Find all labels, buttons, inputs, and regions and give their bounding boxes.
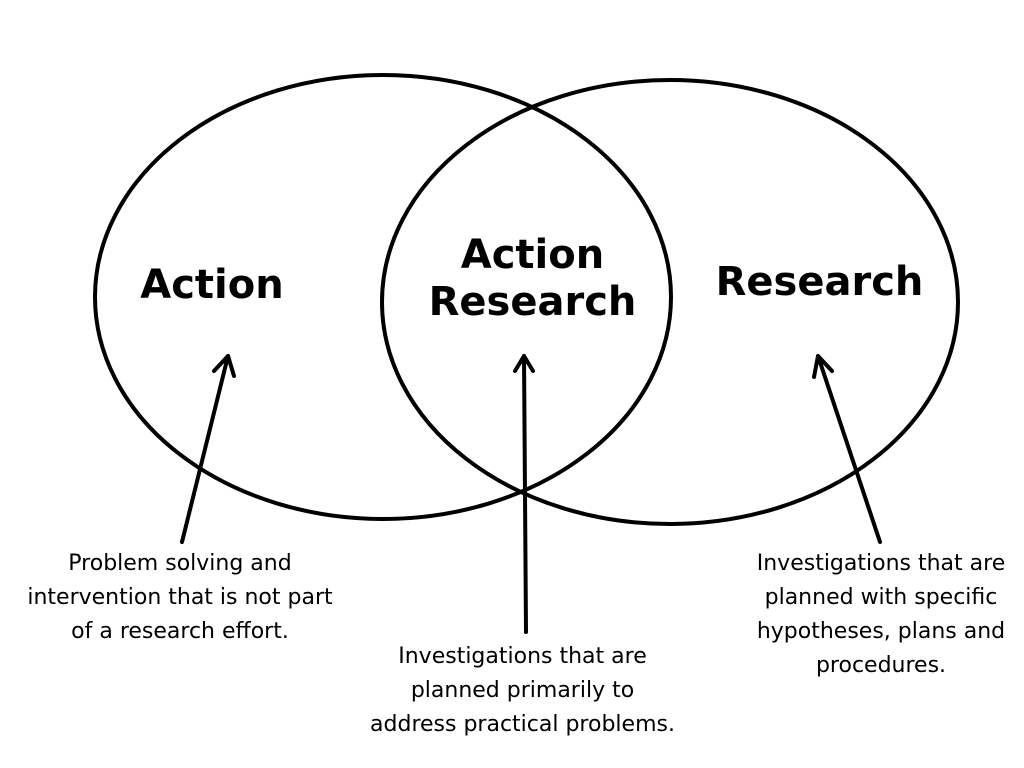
action-research-arrowhead xyxy=(513,354,535,373)
research-label: Research xyxy=(715,259,924,305)
action-circle xyxy=(93,73,673,521)
research-description-line: Investigations that are xyxy=(756,551,1006,576)
research-description-line: procedures. xyxy=(815,653,947,678)
action-description-line: intervention that is not part xyxy=(27,585,333,610)
research-description-line: planned with specific xyxy=(764,585,998,610)
research-description: Investigations that are planned with spe… xyxy=(748,547,1014,683)
action-research-description-line: address practical problems. xyxy=(370,712,675,737)
action-research-label: Action Research xyxy=(420,232,645,326)
action-research-label-line-1: Action xyxy=(460,232,605,278)
action-research-description: Investigations that are planned primaril… xyxy=(355,640,690,742)
action-description: Problem solving and intervention that is… xyxy=(10,547,350,649)
action-research-label-line-2: Research xyxy=(428,279,637,326)
research-description-line: hypotheses, plans and xyxy=(756,619,1006,644)
action-description-line: Problem solving and xyxy=(68,551,292,576)
research-circle xyxy=(380,78,960,526)
research-arrowhead xyxy=(812,354,834,379)
action-arrowhead xyxy=(212,354,236,378)
action-description-line: of a research effort. xyxy=(71,619,289,644)
action-label: Action xyxy=(140,262,284,308)
action-arrow xyxy=(180,354,230,544)
action-research-description-line: Investigations that are xyxy=(398,644,647,669)
action-research-arrow xyxy=(522,354,528,634)
research-arrow xyxy=(816,354,882,544)
action-research-description-line: planned primarily to xyxy=(410,678,635,703)
